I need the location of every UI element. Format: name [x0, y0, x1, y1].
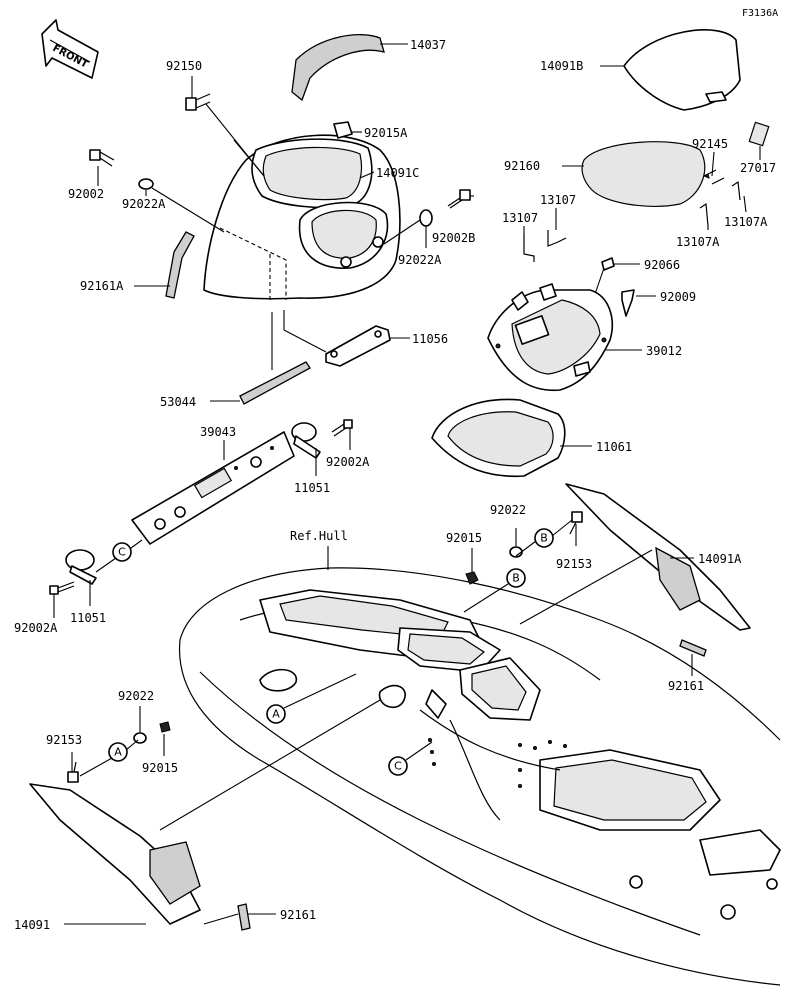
part-label-14037: 14037 — [410, 38, 446, 52]
strip-92161-right — [679, 639, 707, 657]
svg-text:C: C — [118, 546, 126, 559]
spring-13107-right — [547, 230, 567, 247]
part-label-39043: 39043 — [200, 425, 236, 439]
part-label-92161a: 92161A — [80, 279, 124, 293]
part-label-92161-bottom: 92161 — [280, 908, 316, 922]
nut-92015-left — [159, 721, 171, 733]
pad-92160 — [581, 141, 706, 207]
strip-92161-bottom — [237, 903, 251, 931]
part-label-92002-left: 92002 — [68, 187, 104, 201]
callout-a-hull: A — [266, 704, 286, 724]
part-label-14091c: 14091C — [376, 166, 419, 180]
part-label-92022-left: 92022 — [118, 689, 154, 703]
meter-cover-14091c — [203, 134, 401, 300]
part-label-92015-mid: 92015 — [446, 531, 482, 545]
part-label-92002b: 92002B — [432, 231, 475, 245]
box-39012 — [487, 283, 613, 392]
part-label-39012: 39012 — [646, 344, 682, 358]
svg-text:B: B — [540, 532, 548, 545]
callout-b-hull: B — [506, 568, 526, 588]
nut-92015-mid — [465, 571, 479, 585]
callout-c-plate: C — [112, 542, 132, 562]
svg-text:B: B — [512, 572, 520, 585]
part-label-92022a-right: 92022A — [398, 253, 442, 267]
part-label-14091: 14091 — [14, 918, 50, 932]
part-label-13107a-right: 13107A — [724, 215, 768, 229]
washer-92022a-right — [419, 209, 433, 227]
part-label-11056: 11056 — [412, 332, 448, 346]
bracket-11051-bottom — [65, 549, 97, 585]
plate-39043 — [131, 431, 295, 545]
part-label-92153-left: 92153 — [46, 733, 82, 747]
side-cover-14091 — [29, 783, 201, 925]
strip-92161a — [165, 231, 195, 299]
part-label-53044: 53044 — [160, 395, 196, 409]
part-label-13107-left: 13107 — [502, 211, 538, 225]
part-label-92015a: 92015A — [364, 126, 408, 140]
part-label-92161-right: 92161 — [668, 679, 704, 693]
spring-13107a-right — [731, 180, 741, 201]
part-label-13107-top: 13107 — [540, 193, 576, 207]
part-label-13107a-bottom: 13107A — [676, 235, 720, 249]
side-cover-14091a — [565, 483, 751, 631]
part-label-92150: 92150 — [166, 59, 202, 73]
part-label-92145: 92145 — [692, 137, 728, 151]
bolt-92002a-bottom — [49, 581, 75, 595]
spring-13107a-bottom — [699, 202, 709, 227]
callout-a-left: A — [108, 742, 128, 762]
screw-92066 — [601, 257, 615, 271]
tag-27017 — [748, 121, 770, 147]
part-label-92002a-top: 92002A — [326, 455, 370, 469]
bracket-11056 — [325, 325, 391, 367]
callout-c-hull: C — [388, 756, 408, 776]
rod-53044 — [239, 361, 311, 405]
svg-text:C: C — [394, 760, 402, 773]
part-label-14091b: 14091B — [540, 59, 583, 73]
bolt-92153-left — [67, 761, 79, 783]
rivet-dots — [428, 738, 567, 788]
part-label-27017: 27017 — [740, 161, 776, 175]
part-label-92002a-bottom: 92002A — [14, 621, 58, 635]
reference-code: F3136A — [742, 8, 778, 19]
part-label-11051-bottom: 11051 — [70, 611, 106, 625]
part-label-92022a-left: 92022A — [122, 197, 166, 211]
lid-14091b — [623, 29, 741, 111]
spring-13107-left — [523, 234, 535, 262]
part-label-92009: 92009 — [660, 290, 696, 304]
bolt-92002 — [89, 149, 115, 167]
bolt-92150 — [185, 93, 211, 111]
part-label-92160: 92160 — [504, 159, 540, 173]
washer-92022a-left — [138, 178, 154, 190]
hull-drawing — [178, 567, 781, 986]
bolt-92153-right — [569, 511, 583, 535]
callout-b-top: B — [534, 528, 554, 548]
part-label-92015-left: 92015 — [142, 761, 178, 775]
part-label-92022-mid: 92022 — [490, 503, 526, 517]
bolt-92002a-top — [331, 419, 353, 437]
clip-92015a — [333, 121, 353, 139]
front-arrow-icon: FRONT — [41, 19, 99, 79]
part-label-11061: 11061 — [596, 440, 632, 454]
bracket-11051-top — [291, 422, 321, 459]
screw-92009 — [621, 289, 635, 317]
part-label-92066: 92066 — [644, 258, 680, 272]
part-label-11051-top: 11051 — [294, 481, 330, 495]
clips-92145 — [702, 169, 725, 185]
cover-14037 — [291, 34, 385, 102]
svg-text:A: A — [114, 746, 122, 759]
gasket-11061 — [431, 398, 566, 478]
part-labels: 14037 14091B 92150 92015A 14091C 92002 9… — [14, 38, 776, 932]
bolt-92002b — [447, 189, 471, 209]
hull-reference-label: Ref.Hull — [290, 529, 348, 543]
part-label-14091a: 14091A — [698, 552, 742, 566]
part-label-92153-right: 92153 — [556, 557, 592, 571]
svg-text:A: A — [272, 708, 280, 721]
